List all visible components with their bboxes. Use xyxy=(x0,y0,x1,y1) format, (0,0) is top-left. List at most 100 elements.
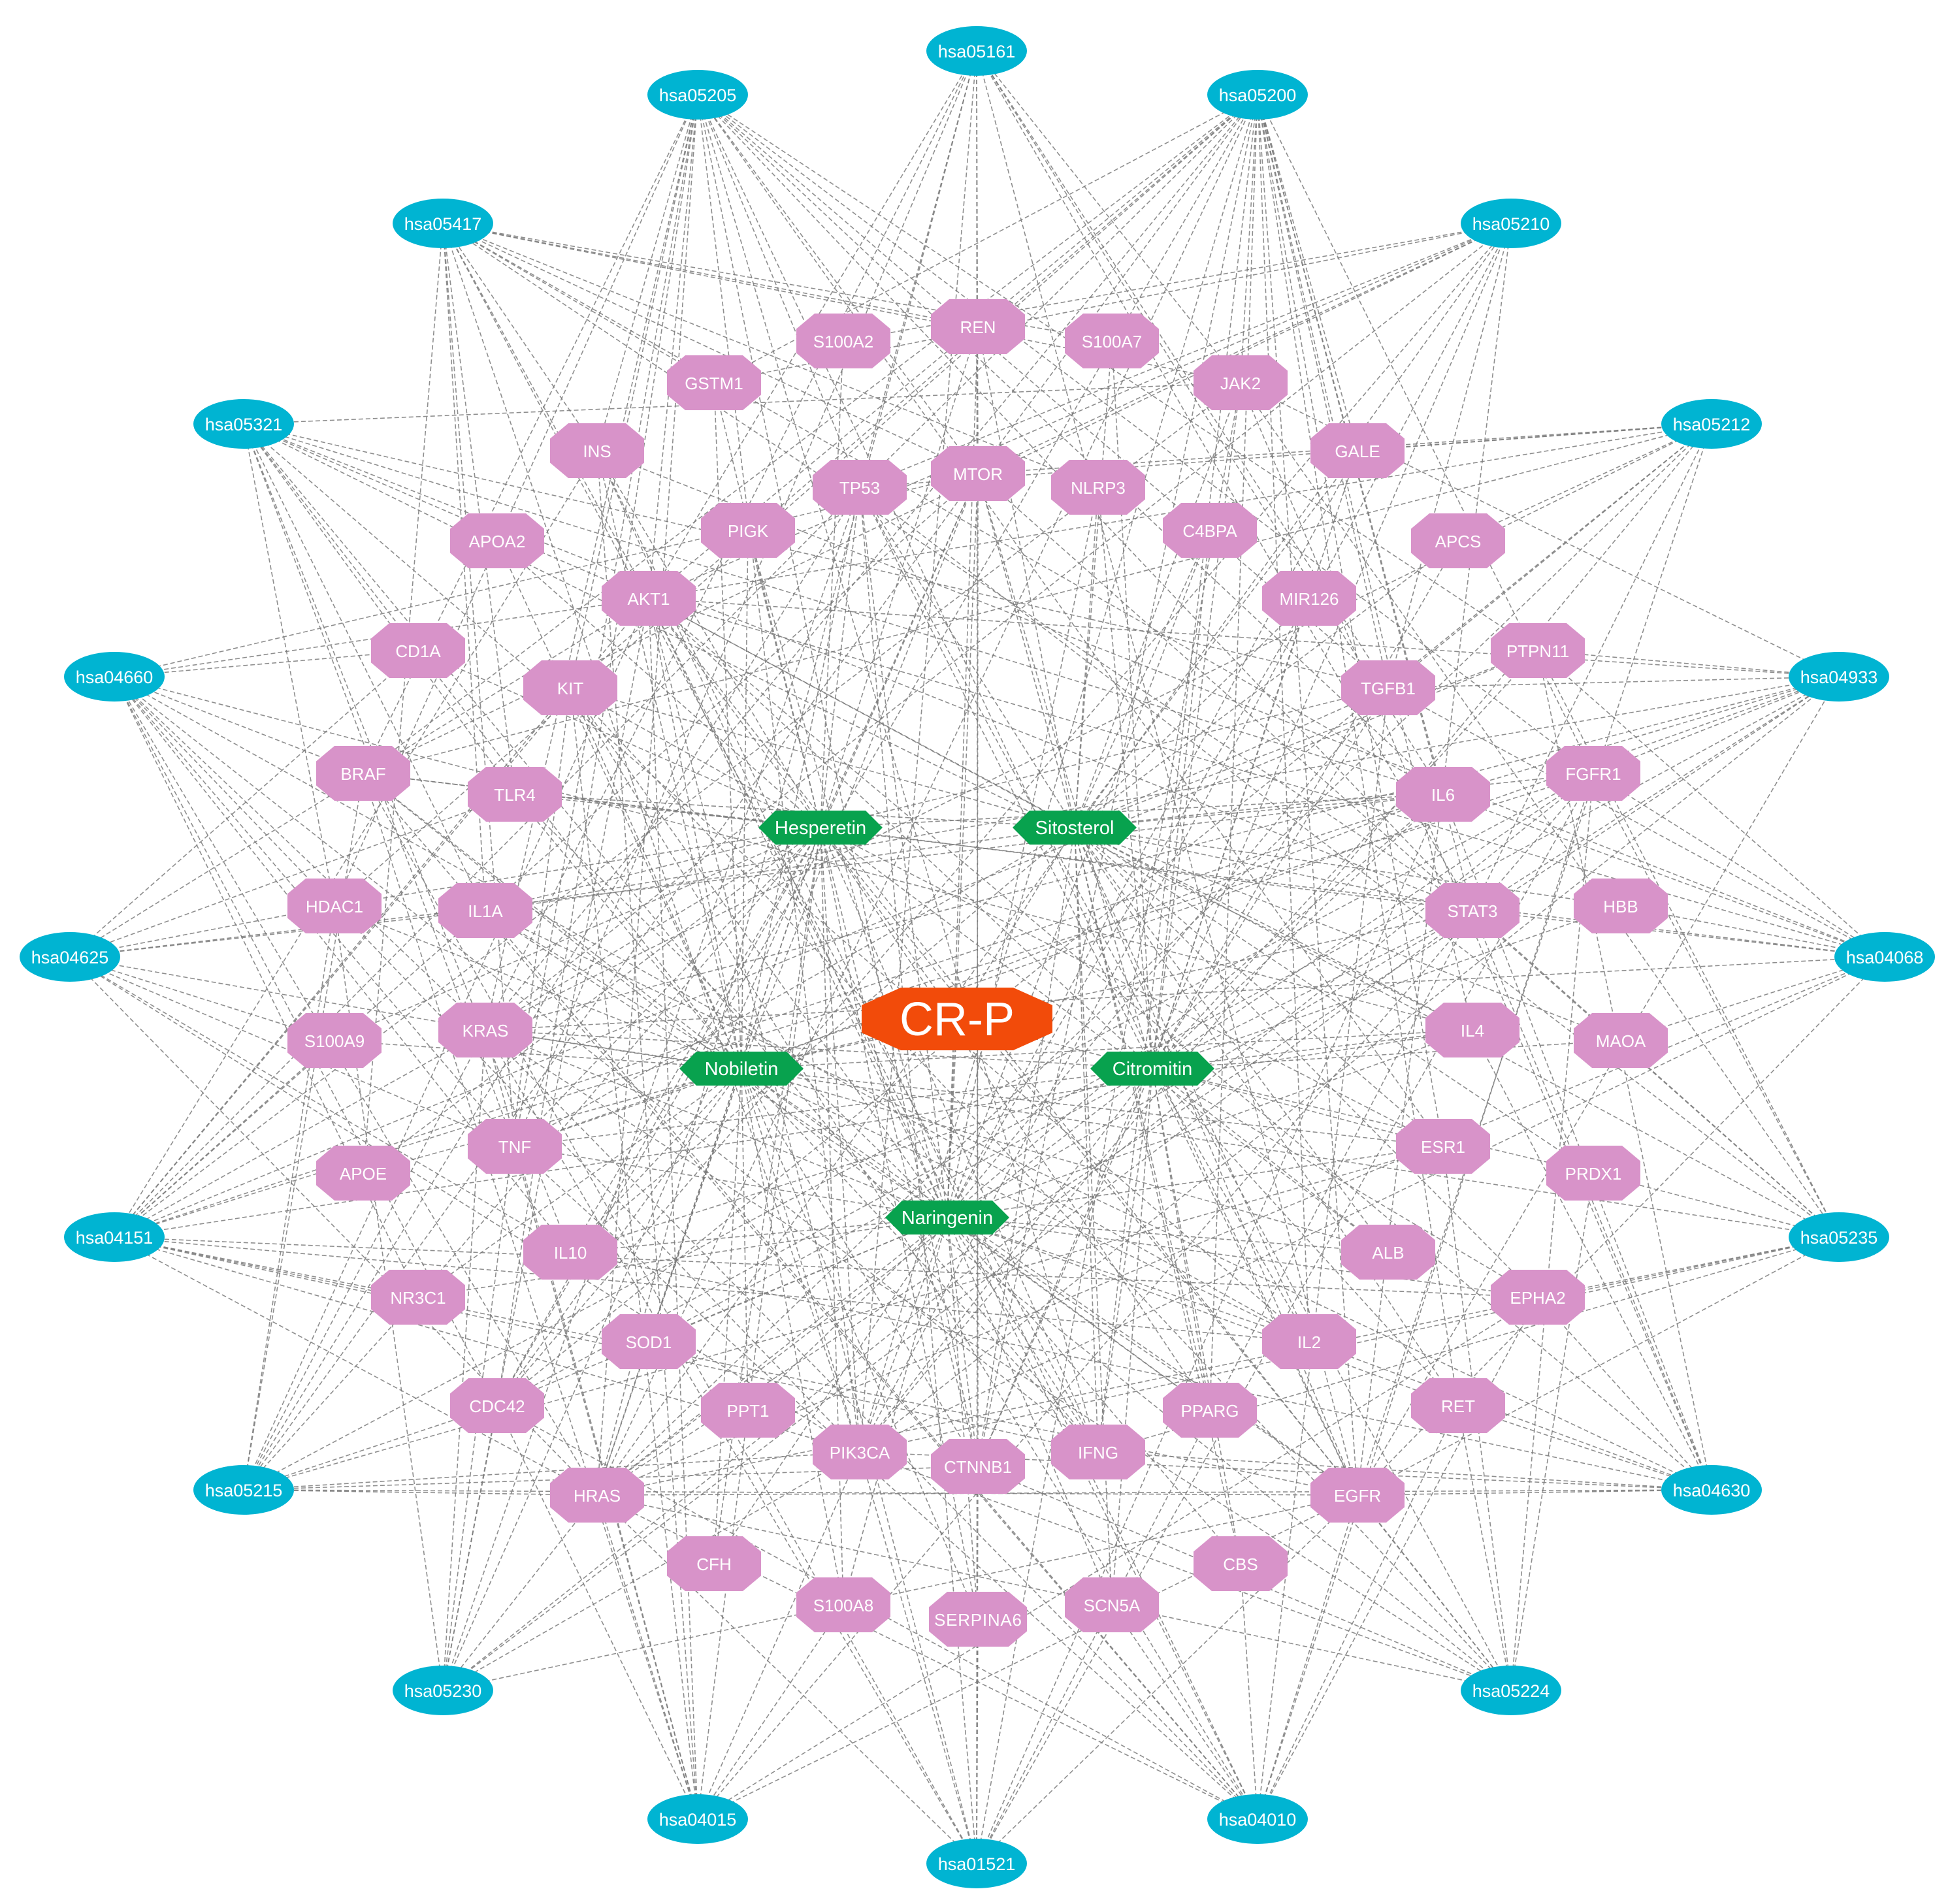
gene-node-s100a2[interactable]: S100A2 xyxy=(796,314,890,368)
gene-node-pik3ca[interactable]: PIK3CA xyxy=(813,1425,907,1479)
pathway-node-hsa05205[interactable]: hsa05205 xyxy=(647,70,748,120)
gene-node-s100a8[interactable]: S100A8 xyxy=(796,1577,890,1632)
gene-node-apoa2[interactable]: APOA2 xyxy=(450,513,544,568)
gene-node-maoa[interactable]: MAOA xyxy=(1574,1013,1668,1068)
gene-node-pigk[interactable]: PIGK xyxy=(701,503,795,558)
gene-node-il2[interactable]: IL2 xyxy=(1262,1314,1356,1369)
edge-pathway-gene xyxy=(596,94,1258,1496)
gene-node-braf[interactable]: BRAF xyxy=(316,746,410,801)
gene-node-kit[interactable]: KIT xyxy=(523,660,617,715)
gene-node-s100a7[interactable]: S100A7 xyxy=(1065,314,1159,368)
gene-node-ppt1[interactable]: PPT1 xyxy=(701,1383,795,1438)
edge-pathway-gene xyxy=(243,423,335,907)
pathway-node-hsa05321[interactable]: hsa05321 xyxy=(193,399,294,449)
pathway-node-hsa04625[interactable]: hsa04625 xyxy=(20,932,120,982)
pathway-node-hsa01521[interactable]: hsa01521 xyxy=(926,1839,1027,1888)
gene-node-fgfr1[interactable]: FGFR1 xyxy=(1546,746,1640,801)
gene-node-hras[interactable]: HRAS xyxy=(550,1468,644,1523)
edge-compound-gene xyxy=(947,1217,1113,1605)
pathway-node-hsa04015[interactable]: hsa04015 xyxy=(647,1794,748,1844)
edge-pathway-gene xyxy=(976,1494,1358,1864)
pathway-node-hsa04068[interactable]: hsa04068 xyxy=(1834,932,1935,982)
gene-node-ptpn11[interactable]: PTPN11 xyxy=(1491,623,1585,678)
gene-node-cbs[interactable]: CBS xyxy=(1194,1536,1288,1591)
pathway-node-hsa05224[interactable]: hsa05224 xyxy=(1461,1666,1561,1715)
gene-node-il6[interactable]: IL6 xyxy=(1396,767,1490,822)
gene-node-hdac1[interactable]: HDAC1 xyxy=(287,879,382,933)
gene-label: HRAS xyxy=(574,1486,621,1506)
edge-compound-gene xyxy=(820,827,1358,1496)
gene-node-il10[interactable]: IL10 xyxy=(523,1225,617,1280)
edge-pathway-gene xyxy=(514,50,977,1147)
compound-node-naringenin[interactable]: Naringenin xyxy=(885,1201,1009,1234)
gene-node-apoe[interactable]: APOE xyxy=(316,1146,410,1201)
gene-node-cfh[interactable]: CFH xyxy=(667,1536,761,1591)
edge-pathway-gene xyxy=(977,94,1258,474)
compound-node-sitosterol[interactable]: Sitosterol xyxy=(1013,811,1137,845)
gene-node-mtor[interactable]: MTOR xyxy=(931,446,1025,501)
edge-pathway-gene xyxy=(570,687,1512,1691)
pathway-node-hsa04630[interactable]: hsa04630 xyxy=(1661,1465,1762,1515)
gene-node-pparg[interactable]: PPARG xyxy=(1163,1383,1257,1438)
gene-node-ren[interactable]: REN xyxy=(931,299,1025,354)
gene-node-tnf[interactable]: TNF xyxy=(468,1119,562,1174)
gene-node-nr3c1[interactable]: NR3C1 xyxy=(371,1270,465,1325)
pathway-node-hsa05417[interactable]: hsa05417 xyxy=(393,199,493,248)
gene-node-tp53[interactable]: TP53 xyxy=(813,460,907,515)
core-node-cr-p[interactable]: CR-P xyxy=(862,988,1052,1050)
gene-node-ctnnb1[interactable]: CTNNB1 xyxy=(931,1439,1025,1494)
gene-node-akt1[interactable]: AKT1 xyxy=(602,571,696,626)
compound-node-hesperetin[interactable]: Hesperetin xyxy=(758,811,883,845)
compound-node-citromitin[interactable]: Citromitin xyxy=(1090,1052,1214,1086)
edge-pathway-gene xyxy=(697,1604,844,1820)
pathway-node-hsa04933[interactable]: hsa04933 xyxy=(1789,652,1889,702)
gene-label: APCS xyxy=(1435,532,1482,551)
gene-node-s100a9[interactable]: S100A9 xyxy=(287,1013,382,1068)
gene-node-gstm1[interactable]: GSTM1 xyxy=(667,355,761,410)
gene-node-ret[interactable]: RET xyxy=(1411,1378,1505,1433)
gene-node-cd1a[interactable]: CD1A xyxy=(371,623,465,678)
edge-compound-gene xyxy=(596,450,742,1069)
pathway-node-hsa04151[interactable]: hsa04151 xyxy=(64,1212,165,1262)
gene-node-alb[interactable]: ALB xyxy=(1341,1225,1435,1280)
gene-node-sod1[interactable]: SOD1 xyxy=(602,1314,696,1369)
gene-node-epha2[interactable]: EPHA2 xyxy=(1491,1270,1585,1325)
gene-node-esr1[interactable]: ESR1 xyxy=(1396,1119,1490,1174)
pathway-node-hsa05161[interactable]: hsa05161 xyxy=(926,26,1027,76)
gene-node-gale[interactable]: GALE xyxy=(1310,423,1405,478)
edge-pathway-gene xyxy=(243,473,979,1491)
edge-pathway-gene xyxy=(114,450,598,1238)
gene-node-serpina6[interactable]: SERPINA6 xyxy=(929,1592,1027,1647)
pathway-node-hsa04010[interactable]: hsa04010 xyxy=(1207,1794,1308,1844)
pathway-node-hsa05212[interactable]: hsa05212 xyxy=(1661,399,1762,449)
gene-node-tgfb1[interactable]: TGFB1 xyxy=(1341,660,1435,715)
octagon-shape xyxy=(1574,1013,1668,1068)
gene-node-jak2[interactable]: JAK2 xyxy=(1194,355,1288,410)
pathway-node-hsa05210[interactable]: hsa05210 xyxy=(1461,199,1561,248)
compound-node-nobiletin[interactable]: Nobiletin xyxy=(679,1052,804,1086)
pathway-node-hsa05215[interactable]: hsa05215 xyxy=(193,1465,294,1515)
gene-node-ifng[interactable]: IFNG xyxy=(1051,1425,1145,1479)
edge-compound-gene xyxy=(820,827,1211,1411)
pathway-node-hsa04660[interactable]: hsa04660 xyxy=(64,652,165,702)
pathway-node-hsa05235[interactable]: hsa05235 xyxy=(1789,1212,1889,1262)
gene-node-tlr4[interactable]: TLR4 xyxy=(468,767,562,822)
gene-node-stat3[interactable]: STAT3 xyxy=(1425,883,1519,938)
gene-node-c4bpa[interactable]: C4BPA xyxy=(1163,503,1257,558)
gene-node-kras[interactable]: KRAS xyxy=(438,1003,532,1057)
pathway-node-hsa05230[interactable]: hsa05230 xyxy=(393,1666,493,1715)
edge-pathway-gene xyxy=(976,50,1473,911)
gene-node-egfr[interactable]: EGFR xyxy=(1310,1468,1405,1523)
gene-node-prdx1[interactable]: PRDX1 xyxy=(1546,1146,1640,1201)
pathway-node-hsa05200[interactable]: hsa05200 xyxy=(1207,70,1308,120)
ellipse-shape xyxy=(393,199,493,248)
gene-node-ins[interactable]: INS xyxy=(550,423,644,478)
gene-node-il1a[interactable]: IL1A xyxy=(438,883,532,938)
gene-node-il4[interactable]: IL4 xyxy=(1425,1003,1519,1057)
gene-node-hbb[interactable]: HBB xyxy=(1574,879,1668,933)
gene-node-mir126[interactable]: MIR126 xyxy=(1262,571,1356,626)
gene-node-apcs[interactable]: APCS xyxy=(1411,513,1505,568)
gene-node-nlrp3[interactable]: NLRP3 xyxy=(1051,460,1145,515)
gene-node-cdc42[interactable]: CDC42 xyxy=(450,1378,544,1433)
gene-node-scn5a[interactable]: SCN5A xyxy=(1065,1577,1159,1632)
